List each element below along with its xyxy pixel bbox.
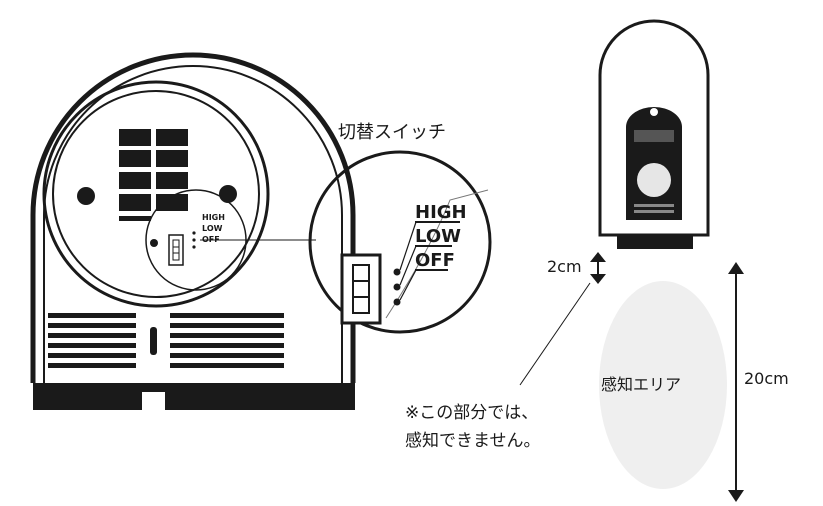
switch-led-dot <box>150 239 158 247</box>
position-dot-high <box>393 268 401 276</box>
device-front-view: HIGH LOW OFF <box>30 52 356 410</box>
blind-zone-note-line1: ※この部分では、 <box>405 403 538 423</box>
device-left-dot <box>77 187 95 205</box>
detection-area <box>599 281 727 489</box>
device-side-view <box>598 19 710 249</box>
device-base <box>33 383 355 410</box>
position-dot-low <box>393 283 401 291</box>
speaker-grille <box>48 313 284 368</box>
device-right-dot <box>219 185 237 203</box>
detection-area-label: 感知エリア <box>601 375 681 394</box>
switch-label-off: OFF <box>415 250 455 271</box>
device-face-circle-outer <box>42 80 270 308</box>
switch-label-low: LOW <box>415 226 461 247</box>
gap-dimension: 2cm <box>547 252 606 284</box>
small-switch-label-high: HIGH <box>202 213 225 222</box>
small-switch-label-low: LOW <box>202 224 223 233</box>
height-dimension: 20cm <box>728 262 789 502</box>
sensor-panel-grid <box>119 129 188 221</box>
position-dot-off <box>393 298 401 306</box>
device-outer-body <box>30 52 356 383</box>
device-inner-outline <box>43 65 343 383</box>
switch-label-high: HIGH <box>415 202 467 223</box>
device-face-circle-inner <box>52 90 260 298</box>
switch-magnified-view: 切替スイッチ HIGH LOW OFF <box>308 122 492 334</box>
blind-zone-note-line2: 感知できません。 <box>405 431 541 451</box>
switch-title: 切替スイッチ <box>338 122 446 143</box>
switch-magnifier-large <box>308 150 492 334</box>
height-label: 20cm <box>744 369 789 388</box>
side-view-base <box>617 235 693 249</box>
gap-label: 2cm <box>547 257 582 276</box>
large-slide-switch <box>340 253 382 325</box>
note-leader-line <box>519 282 591 386</box>
